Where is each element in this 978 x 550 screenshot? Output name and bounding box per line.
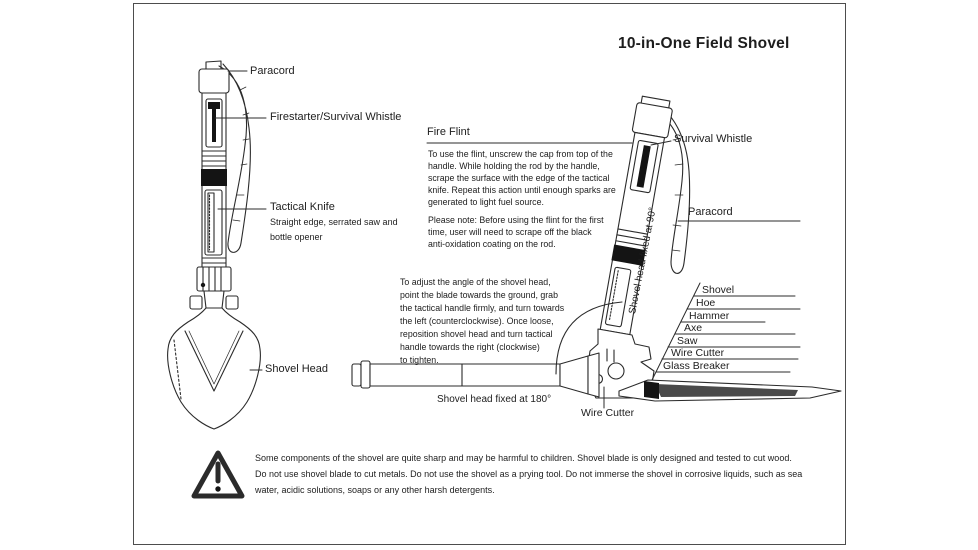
page-border-frame (133, 3, 846, 545)
blade-edge-icon (618, 379, 842, 402)
fire-flint-instructions: To use the flint, unscrew the cap from t… (428, 149, 616, 207)
function-label-axe: Axe (684, 322, 703, 334)
rotation-arrow-icon (555, 301, 623, 375)
adjustment-instructions: To adjust the angle of the shovel head, … (400, 277, 565, 365)
warning-text: Some components of the shovel are quite … (255, 453, 803, 495)
function-label-saw: Saw (677, 335, 698, 347)
fire-flint-heading: Fire Flint (427, 126, 470, 138)
handle-90-icon (599, 95, 673, 336)
right-shovel-illustration (351, 95, 842, 402)
tactical-knife-description: Straight edge, serrated saw and bottle o… (270, 217, 398, 242)
page-title: 10-in-One Field Shovel (618, 35, 790, 52)
label-paracord-left: Paracord (250, 65, 295, 77)
function-label-shovel: Shovel (702, 284, 735, 296)
function-label-glass-breaker: Glass Breaker (663, 360, 730, 372)
handle-180-icon (351, 352, 600, 398)
warning-triangle-icon (191, 450, 245, 499)
label-tactical-knife: Tactical Knife (270, 201, 335, 213)
label-firestarter-whistle: Firestarter/Survival Whistle (270, 111, 402, 123)
paracord-loop-left-icon (218, 63, 251, 253)
fire-flint-note: Please note: Before using the flint for … (428, 215, 604, 249)
label-wire-cutter-bottom: Wire Cutter (581, 407, 635, 419)
label-survival-whistle: Survival Whistle (674, 133, 753, 145)
label-fixed-180: Shovel head fixed at 180° (437, 394, 552, 405)
function-label-wire-cutter: Wire Cutter (671, 347, 725, 359)
function-label-hoe: Hoe (696, 297, 716, 309)
function-label-hammer: Hammer (689, 310, 730, 322)
shovel-head-blade-icon (167, 307, 261, 430)
label-shovel-head: Shovel Head (265, 363, 328, 375)
callout-lines (214, 70, 801, 409)
paracord-loop-right-icon (660, 108, 691, 274)
left-shovel-illustration (167, 60, 261, 430)
label-paracord-right: Paracord (688, 206, 733, 218)
